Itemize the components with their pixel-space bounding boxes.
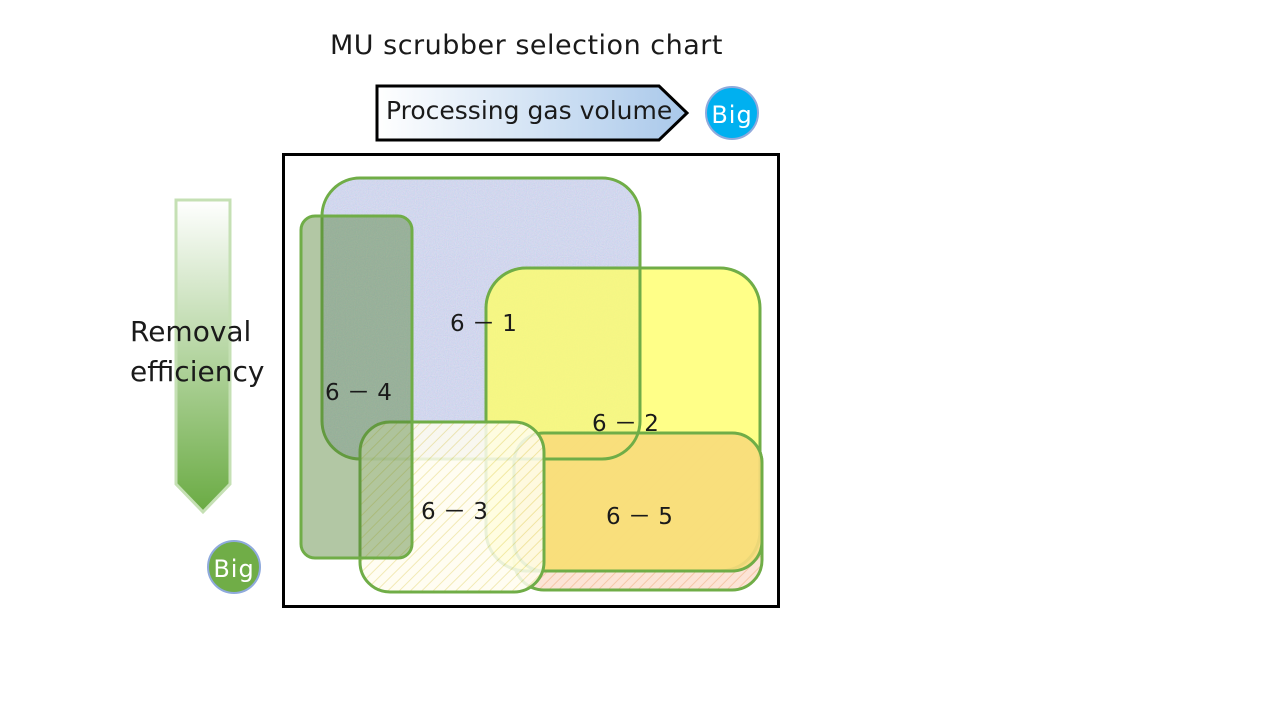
gas-volume-big-badge: Big [705,86,759,140]
gas-volume-arrow [375,84,690,142]
region-6-5-label: 6 － 5 [606,504,673,530]
region-6-3 [358,420,546,594]
region-6-4 [299,214,414,560]
region-6-4-label: 6 － 4 [325,380,392,406]
removal-efficiency-label-line2: efficiency [130,355,265,388]
removal-efficiency-big-badge: Big [207,540,261,594]
removal-efficiency-arrow [174,198,232,515]
region-6-2-label: 6 － 2 [592,411,659,437]
removal-efficiency-label: Removal efficiency [130,312,264,392]
gas-volume-label: Processing gas volume [386,96,673,125]
removal-efficiency-label-line1: Removal [130,315,252,348]
page-title: MU scrubber selection chart [330,30,723,61]
region-6-3-label: 6 － 3 [421,499,488,525]
scrubber-region-diagram [282,153,780,608]
region-6-1-label: 6 － 1 [450,311,517,337]
